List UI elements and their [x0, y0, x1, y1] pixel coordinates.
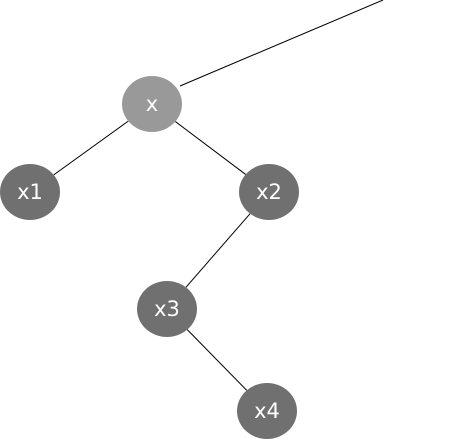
node-circle-x4	[237, 383, 297, 439]
edges-layer	[53, 0, 384, 391]
node-x2: x2	[239, 164, 299, 220]
node-circle-x2	[239, 164, 299, 220]
node-circle-x1	[0, 164, 60, 220]
nodes-layer: x x1 x2 x3 x4	[0, 76, 299, 439]
node-x1: x1	[0, 164, 60, 220]
edge-x-x1	[53, 120, 129, 176]
node-label-x4: x4	[254, 399, 280, 423]
node-circle-x	[122, 76, 182, 132]
node-label-x3: x3	[154, 297, 180, 321]
edge-x-x2	[175, 121, 246, 175]
edge-parent-x	[179, 0, 384, 87]
node-circle-x3	[137, 281, 197, 337]
node-label-x1: x1	[17, 180, 43, 204]
edge-x3-x4	[186, 329, 248, 391]
node-x3: x3	[137, 281, 197, 337]
node-x: x	[122, 76, 182, 132]
node-label-x: x	[146, 92, 158, 116]
node-label-x2: x2	[256, 180, 282, 204]
edge-x2-x3	[185, 213, 251, 288]
node-x4: x4	[237, 383, 297, 439]
